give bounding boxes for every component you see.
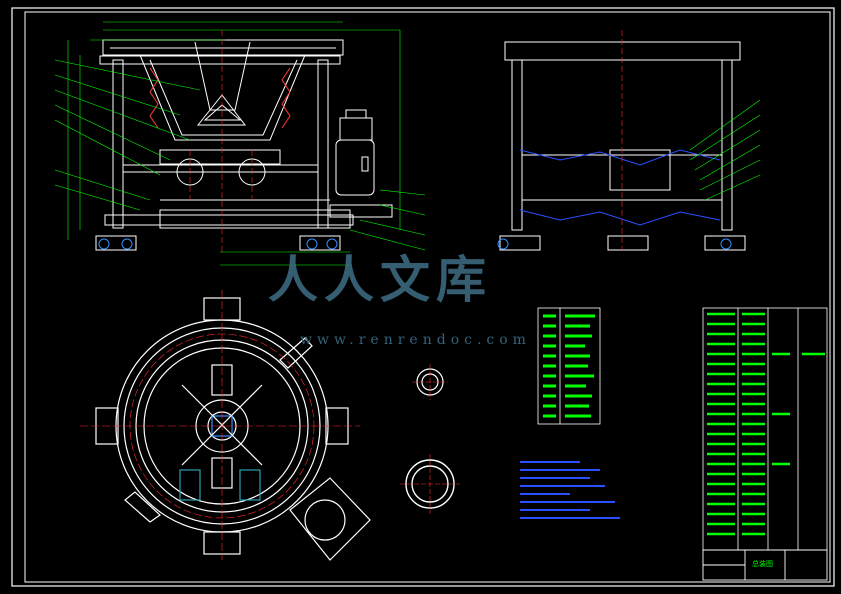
front-view [95, 39, 393, 251]
side-view [497, 41, 746, 251]
title-block [702, 549, 828, 581]
title-block-label: 总装图 [752, 559, 773, 568]
section-centerlines [400, 364, 460, 514]
parameter-table [537, 307, 601, 425]
outer-border [11, 7, 835, 587]
top-view-centerlines [80, 290, 360, 560]
bom-table [702, 307, 828, 551]
watermark-text: 人人文库 [268, 251, 492, 309]
inner-border [24, 11, 831, 583]
side-view-dimensions [689, 99, 761, 201]
bom-rows [707, 312, 825, 536]
front-view-dimensions [54, 21, 426, 266]
side-view-hidden [519, 149, 721, 226]
technical-notes [520, 461, 620, 519]
parameter-table-rows [543, 314, 595, 418]
front-view-centerlines [189, 30, 253, 255]
watermark-url: www.renrendoc.com [300, 332, 531, 348]
